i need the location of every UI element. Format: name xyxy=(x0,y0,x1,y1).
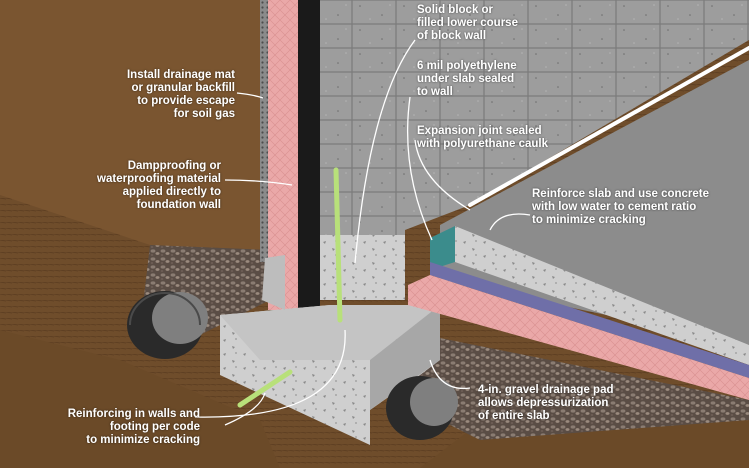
footing-top xyxy=(220,305,440,360)
label-gravel-pad: 4-in. gravel drainage pad allows depress… xyxy=(478,384,614,422)
soil-upper-left xyxy=(0,0,270,250)
leader-gravel-pad xyxy=(429,359,471,390)
label-expansion-joint: Expansion joint sealed with polyurethane… xyxy=(417,125,548,150)
label-reinforce-slab: Reinforce slab and use concrete with low… xyxy=(532,188,710,226)
label-solid-block: Solid block or filled lower course of bl… xyxy=(417,4,518,42)
gravel-drainage-pad xyxy=(400,330,749,440)
soil-lower-left xyxy=(0,330,280,468)
leader-dampproofing xyxy=(224,179,293,186)
label-reinforcing-walls: Reinforcing in walls and footing per cod… xyxy=(67,408,200,446)
leader-drainage-mat xyxy=(236,92,264,99)
leader-reinforcing-footing xyxy=(224,392,266,426)
solid-block-course xyxy=(320,235,405,300)
footing-rebar xyxy=(237,369,293,408)
leader-expansion-joint xyxy=(414,139,471,211)
leader-reinforcing-walls xyxy=(194,329,346,418)
label-drainage-mat: Install drainage mat or granular backfil… xyxy=(126,69,235,120)
leader-reinforce-slab xyxy=(489,213,531,231)
grade-board xyxy=(262,255,285,310)
label-dampproofing: Dampproofing or waterproofing material a… xyxy=(97,160,221,211)
leader-polyethylene xyxy=(406,96,433,241)
leader-lines xyxy=(194,39,531,426)
dampproofing-layer xyxy=(298,0,320,310)
block-wall-side xyxy=(405,0,749,230)
floor-slab-edge xyxy=(455,226,749,365)
label-polyethylene: 6 mil polyethylene under slab sealed to … xyxy=(417,60,517,98)
vertical-rebar xyxy=(333,167,343,323)
polyethylene-sheet xyxy=(430,262,749,378)
subslab-insulation xyxy=(408,275,749,400)
expansion-joint xyxy=(430,226,455,270)
leader-solid-block xyxy=(354,39,416,264)
polyurethane-caulk-bead xyxy=(468,46,749,207)
footing-side xyxy=(370,305,440,410)
drainage-mat xyxy=(260,0,268,262)
